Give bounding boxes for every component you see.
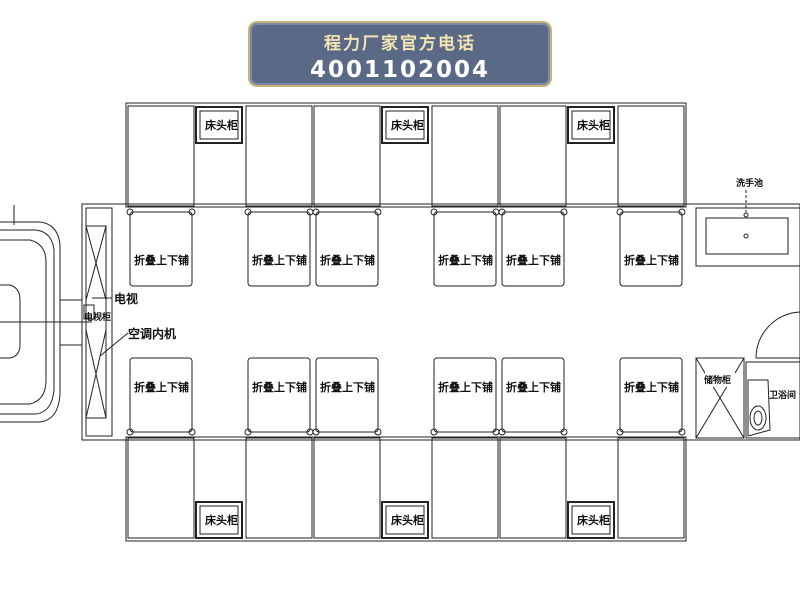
folding-bunks-row-1 <box>129 211 683 287</box>
folding-bunks-row-2 <box>129 357 683 433</box>
truck-cab <box>0 205 82 423</box>
bedside-cabinets-top <box>195 106 615 144</box>
folding-bunk-label: 折叠上下铺 <box>320 380 375 394</box>
vehicle-body <box>81 102 800 542</box>
folding-bunk-label: 折叠上下铺 <box>134 380 189 394</box>
bathroom-label: 卫浴间 <box>769 389 796 401</box>
ac-indoor-unit-label: 空调内机 <box>128 326 176 341</box>
bathroom <box>745 311 800 439</box>
folding-bunk-label: 折叠上下铺 <box>252 380 307 394</box>
folding-bunk-label: 折叠上下铺 <box>438 380 493 394</box>
folding-bunk-label: 折叠上下铺 <box>624 380 679 394</box>
folding-bunk-label: 折叠上下铺 <box>134 253 189 267</box>
folding-bunk-label: 折叠上下铺 <box>624 253 679 267</box>
tv-cabinet-label: 电视柜 <box>84 311 111 323</box>
bedside-cabinet-label: 床头柜 <box>577 118 610 132</box>
phone-banner: 程力厂家官方电话 4001102004 <box>248 21 552 87</box>
upper-bunk-frames <box>127 105 685 207</box>
folding-bunk-label: 折叠上下铺 <box>506 253 561 267</box>
bedside-cabinet-label: 床头柜 <box>205 513 238 527</box>
folding-bunk-label: 折叠上下铺 <box>252 253 307 267</box>
bedside-cabinet-label: 床头柜 <box>391 118 424 132</box>
folding-bunk-label: 折叠上下铺 <box>438 253 493 267</box>
banner-phone: 4001102004 <box>309 57 491 83</box>
hinge-points <box>126 208 686 436</box>
tv-label: 电视 <box>114 291 138 306</box>
bedside-cabinets-bottom <box>195 501 615 539</box>
lower-bunk-frames <box>127 437 685 539</box>
bedside-cabinet-label: 床头柜 <box>577 513 610 527</box>
folding-bunk-label: 折叠上下铺 <box>506 380 561 394</box>
storage-cabinet-label: 储物柜 <box>704 374 731 386</box>
banner-title: 程力厂家官方电话 <box>324 34 476 54</box>
folding-bunk-label: 折叠上下铺 <box>320 253 375 267</box>
bedside-cabinet-label: 床头柜 <box>391 513 424 527</box>
wash-basin-label: 洗手池 <box>736 177 763 189</box>
wash-basin <box>695 190 800 267</box>
storage-cabinet <box>695 357 745 439</box>
bedside-cabinet-label: 床头柜 <box>205 118 238 132</box>
